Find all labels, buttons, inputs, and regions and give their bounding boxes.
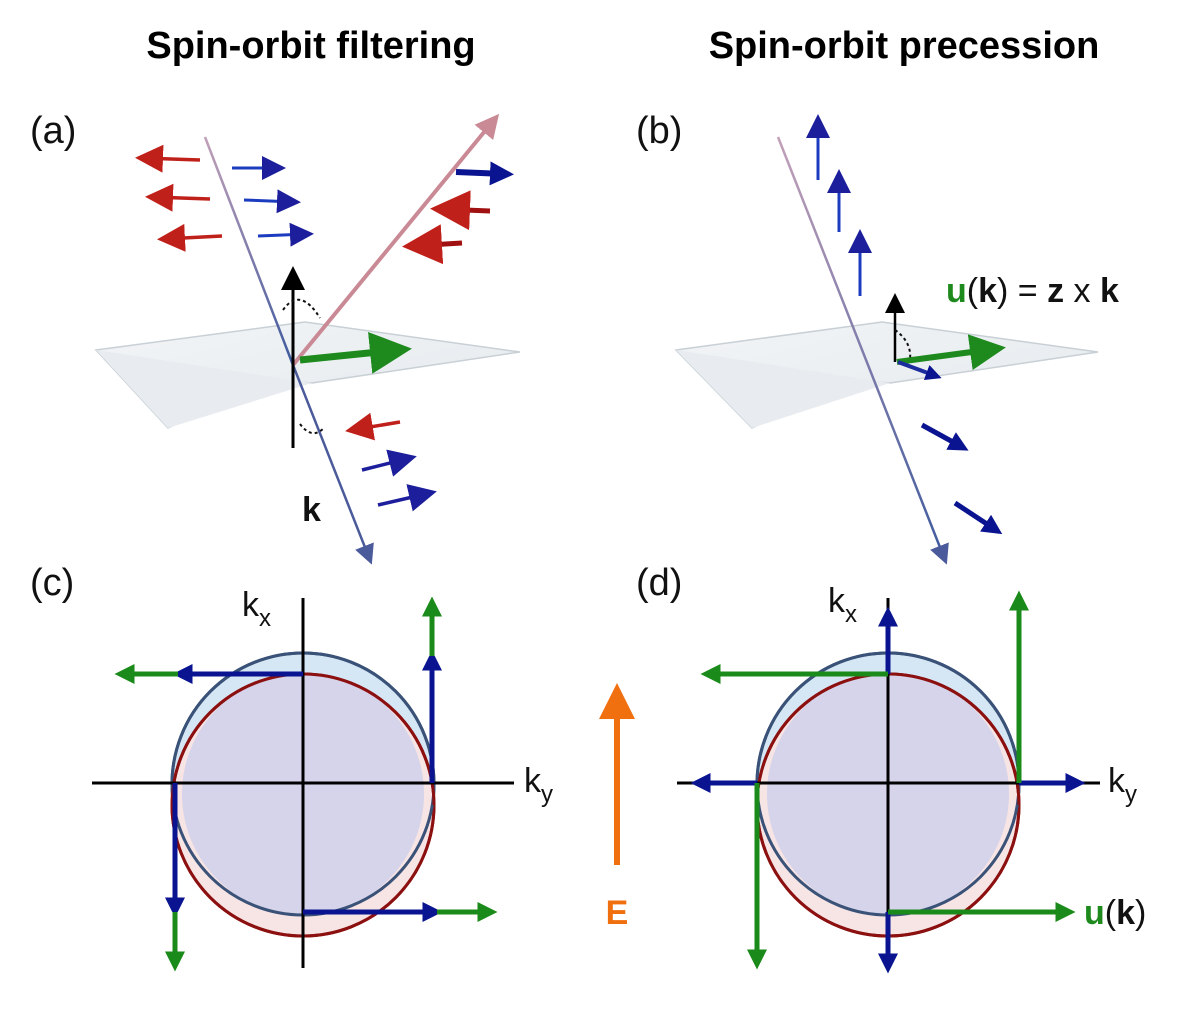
red-spin-arrow — [402, 224, 463, 265]
blue-spin-arrow — [361, 449, 417, 477]
panel-label-a: (a) — [30, 110, 76, 152]
kx-label-d: kx — [828, 582, 857, 628]
red-spin-arrow — [135, 144, 201, 173]
blue-spin-arrow — [455, 161, 514, 186]
reflected-beam-a — [291, 113, 500, 367]
ky-label-d: ky — [1108, 762, 1137, 808]
panel-c: kx ky — [92, 586, 553, 972]
ky-label-c: ky — [524, 762, 553, 808]
kx-label-c: kx — [242, 586, 271, 632]
incident-beam-a — [203, 136, 295, 366]
beam-b — [776, 136, 949, 565]
panel-d: kx ky u(k) — [677, 582, 1146, 974]
blue-spin-arrow — [920, 422, 969, 451]
panel-b: u(k) = z x k — [674, 114, 1119, 565]
green-u-arrow-a — [299, 331, 412, 374]
red-spin-arrow — [345, 412, 401, 441]
blue-spin-arrow — [897, 360, 942, 381]
blue-spin-arrow — [377, 484, 437, 512]
red-spin-arrow — [157, 223, 223, 252]
k-beam-a — [291, 364, 374, 565]
title-filtering: Spin-orbit filtering — [146, 25, 475, 67]
blue-spin-arrow — [243, 189, 301, 214]
panel-a: k — [94, 113, 521, 565]
panel-label-b: (b) — [636, 110, 682, 152]
red-spin-arrow — [145, 183, 211, 212]
blue-spin-arrow — [953, 500, 1003, 535]
u-of-k-label: u(k) — [1084, 894, 1146, 932]
panel-label-c: (c) — [30, 562, 74, 604]
blue-spin-arrow — [257, 222, 314, 247]
E-field-label: E — [606, 894, 629, 932]
red-spin-arrow — [430, 190, 491, 231]
green-u-arrow-b — [896, 334, 1006, 371]
k-label: k — [302, 491, 321, 529]
title-precession: Spin-orbit precession — [709, 25, 1100, 67]
electric-field: E — [599, 683, 635, 932]
equation-u-of-k: u(k) = z x k — [946, 272, 1119, 310]
panel-label-d: (d) — [636, 562, 682, 604]
